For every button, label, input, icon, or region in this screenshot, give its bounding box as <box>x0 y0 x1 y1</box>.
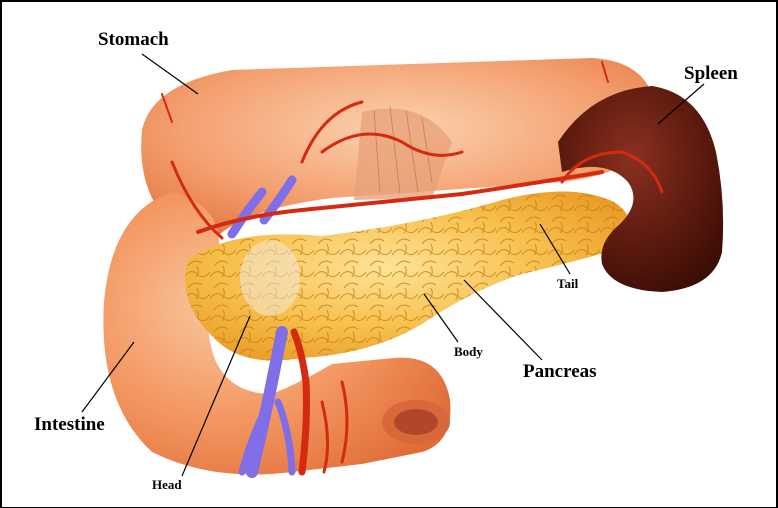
label-stomach: Stomach <box>98 30 169 49</box>
label-tail: Tail <box>557 277 578 290</box>
label-intestine: Intestine <box>34 415 105 434</box>
label-pancreas: Pancreas <box>523 362 597 381</box>
leader-line-stomach <box>142 54 198 94</box>
label-head: Head <box>152 478 182 491</box>
label-spleen: Spleen <box>684 64 738 83</box>
spleen-shape <box>558 86 723 292</box>
label-body: Body <box>454 345 483 358</box>
